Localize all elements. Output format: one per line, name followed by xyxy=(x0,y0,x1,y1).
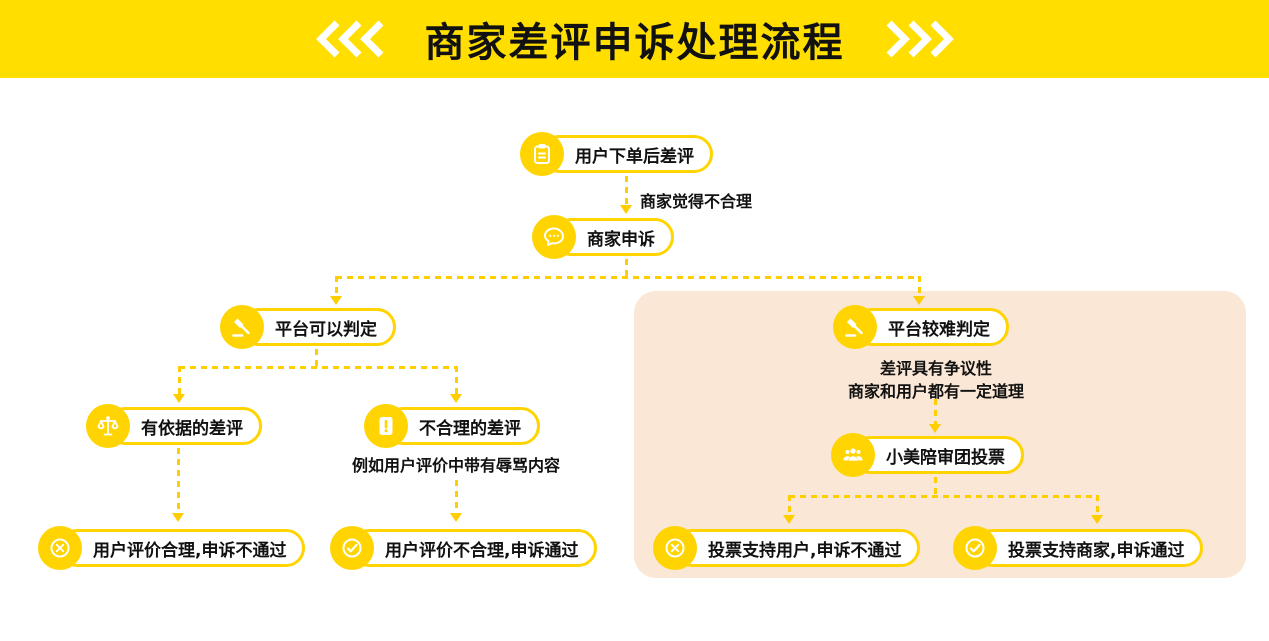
connector-drop-justified xyxy=(178,366,181,395)
arrowhead xyxy=(1091,515,1103,524)
chevrons-left-icon xyxy=(311,19,389,59)
jury-group-icon xyxy=(831,433,875,477)
node-appeal-rejected: 用户评价合理,申诉不通过 xyxy=(38,526,306,570)
arrowhead xyxy=(450,513,462,522)
connector-start-appeal xyxy=(625,176,628,206)
connector-drop-vote-user xyxy=(788,495,791,516)
node-jury-vote: 小美陪审团投票 xyxy=(831,433,1024,477)
node-vote-user-rejected: 投票支持用户,申诉不通过 xyxy=(653,526,921,570)
node-platform-hard-judge: 平台较难判定 xyxy=(833,305,1009,349)
node-label: 用户评价合理,申诉不通过 xyxy=(58,529,306,567)
arrowhead xyxy=(172,513,184,522)
node-label: 投票支持商家,申诉通过 xyxy=(973,529,1204,567)
node-label: 投票支持用户,申诉不通过 xyxy=(673,529,921,567)
node-justified-review: 有依据的差评 xyxy=(86,404,262,448)
node-label: 用户下单后差评 xyxy=(540,135,713,173)
cross-circle-icon xyxy=(653,526,697,570)
connector-drop-vote-merchant xyxy=(1096,495,1099,516)
page-title: 商家差评申诉处理流程 xyxy=(424,20,845,66)
chat-bubble-icon xyxy=(532,215,576,259)
arrowhead xyxy=(450,394,462,403)
connector-appeal-split xyxy=(625,259,628,277)
scales-icon xyxy=(86,404,130,448)
node-label: 有依据的差评 xyxy=(106,407,262,445)
connector-drop-left xyxy=(335,276,338,297)
node-appeal-approved: 用户评价不合理,申诉通过 xyxy=(330,526,598,570)
node-label: 平台较难判定 xyxy=(853,308,1009,346)
connector-split-3 xyxy=(789,495,1099,498)
connector-unreasonable-outcome xyxy=(455,480,458,514)
connector-justified-outcome xyxy=(177,448,180,514)
connector-decidable-split xyxy=(315,349,318,367)
gavel-icon xyxy=(833,305,877,349)
connector-jury-split xyxy=(934,477,937,496)
node-label: 不合理的差评 xyxy=(384,407,540,445)
check-circle-icon xyxy=(330,526,374,570)
connector-hard-jury xyxy=(934,399,937,425)
chevrons-right-icon xyxy=(881,19,959,59)
cross-circle-icon xyxy=(38,526,82,570)
connector-split-2 xyxy=(179,366,457,369)
node-vote-merchant-approved: 投票支持商家,申诉通过 xyxy=(953,526,1204,570)
arrowhead xyxy=(913,296,925,305)
connector-split-1 xyxy=(336,276,921,279)
node-platform-can-judge: 平台可以判定 xyxy=(220,305,396,349)
gavel-icon xyxy=(220,305,264,349)
arrowhead xyxy=(783,515,795,524)
node-merchant-appeal: 商家申诉 xyxy=(532,215,674,259)
arrowhead xyxy=(929,424,941,433)
clipboard-icon xyxy=(520,132,564,176)
node-label: 用户评价不合理,申诉通过 xyxy=(350,529,598,567)
note-hard-line2: 商家和用户都有一定道理 xyxy=(847,382,1024,401)
note-hard-line1: 差评具有争议性 xyxy=(879,359,992,378)
exclamation-icon xyxy=(364,404,408,448)
node-label: 小美陪审团投票 xyxy=(851,436,1024,474)
header-banner: 商家差评申诉处理流程 xyxy=(0,0,1269,78)
arrowhead xyxy=(330,296,342,305)
arrowhead xyxy=(173,394,185,403)
connector-drop-unreasonable xyxy=(455,366,458,395)
node-user-bad-review: 用户下单后差评 xyxy=(520,132,713,176)
connector-drop-right xyxy=(918,276,921,297)
check-circle-icon xyxy=(953,526,997,570)
note-unreasonable-example: 例如用户评价中带有辱骂内容 xyxy=(351,456,560,475)
arrowhead xyxy=(620,205,632,214)
node-unreasonable-review: 不合理的差评 xyxy=(364,404,540,448)
edge-label-merchant-disagrees: 商家觉得不合理 xyxy=(640,192,753,211)
